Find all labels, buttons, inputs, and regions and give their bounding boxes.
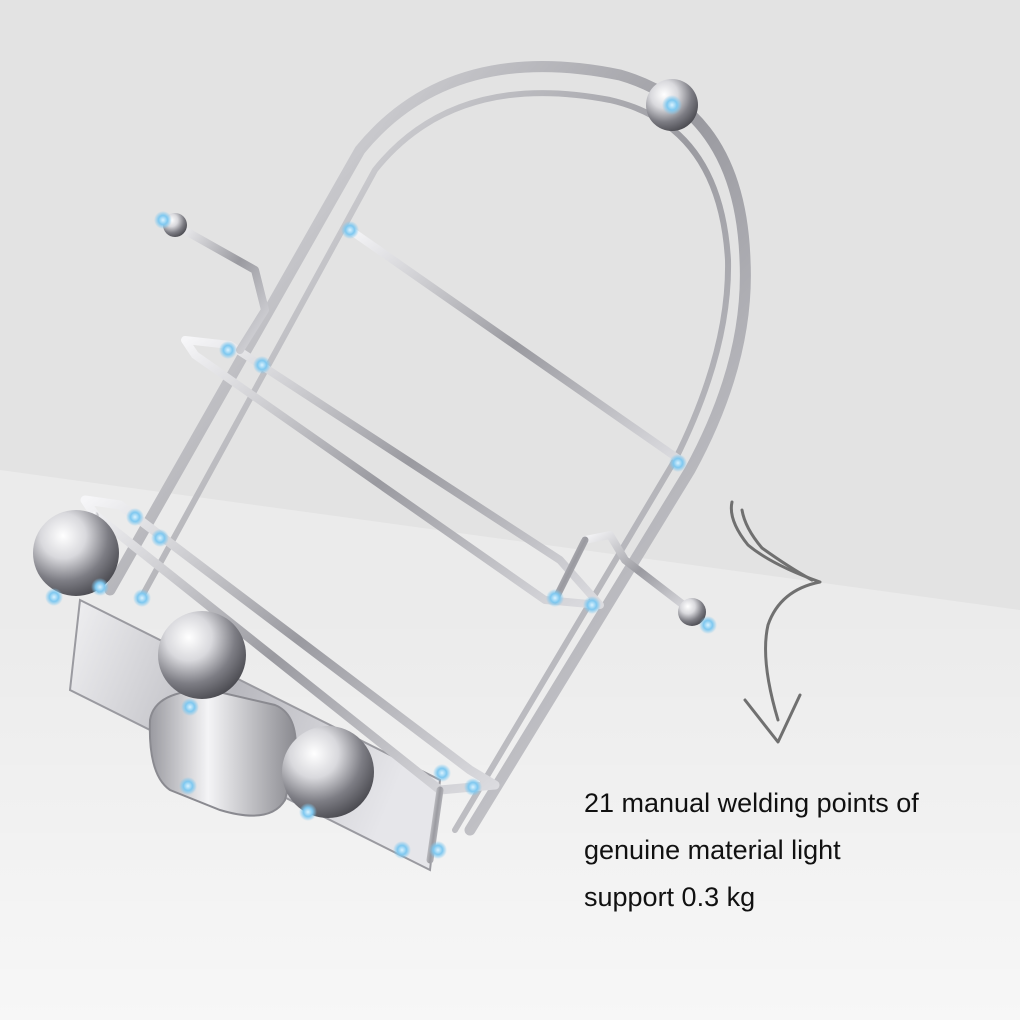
right-hook-knob — [678, 598, 706, 626]
caption-line-1: 21 manual welding points of — [584, 788, 919, 818]
ball-2 — [158, 611, 246, 699]
caption-line-3: support 0.3 kg — [584, 882, 756, 912]
suction-cup — [148, 688, 297, 817]
caption-line-2: genuine material light — [584, 835, 841, 865]
curved-arrow-icon — [729, 500, 822, 744]
welding-points — [45, 95, 717, 859]
ball-1 — [33, 510, 119, 596]
wire-frame — [80, 61, 751, 864]
ball-3 — [282, 726, 374, 818]
caption: 21 manual welding points of genuine mate… — [584, 780, 1004, 921]
